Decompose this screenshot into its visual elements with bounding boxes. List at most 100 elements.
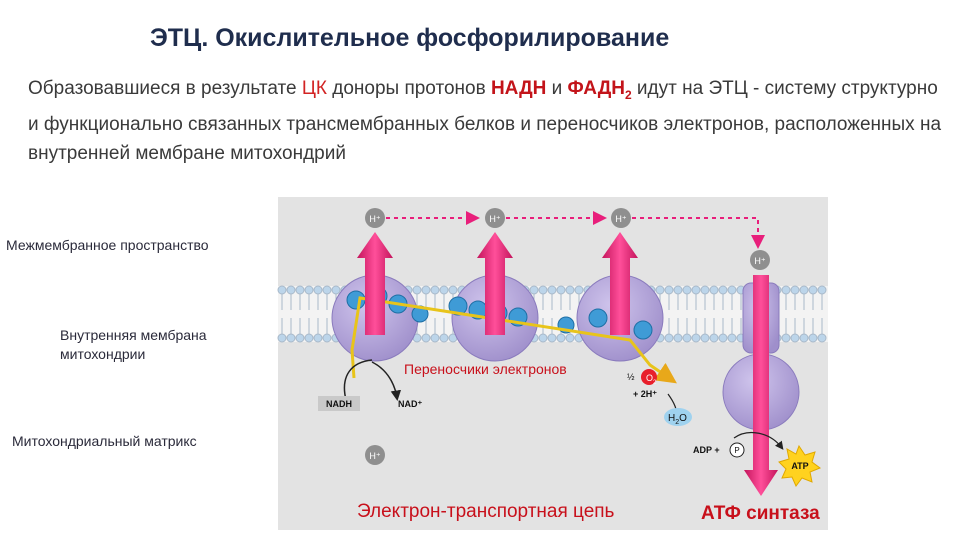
proton-flow-dashed <box>386 211 765 249</box>
label-inner-membrane-2: митохондрии <box>60 346 146 362</box>
lipid-head <box>727 285 737 295</box>
lipid-head <box>808 285 818 295</box>
h-plus-bubbles: H⁺ H⁺ H⁺ H⁺ H⁺ <box>365 208 770 465</box>
lipid-head <box>277 333 287 343</box>
page-title: ЭТЦ. Окислительное фосфорилирование <box>150 24 670 52</box>
lipid-head <box>790 285 800 295</box>
lipid-head <box>682 333 692 343</box>
h2o-label: H2O <box>668 413 687 426</box>
intro-text-2: доноры протонов <box>326 78 491 99</box>
intro-fadh-text: ФАДН <box>567 78 625 99</box>
lipid-head <box>691 333 701 343</box>
lipid-head <box>718 285 728 295</box>
lipid-head <box>781 333 791 343</box>
nadh-arrow-out <box>371 361 402 401</box>
atp-burst <box>778 444 822 487</box>
h-plus-1: H⁺ <box>369 214 380 224</box>
lipid-head <box>412 285 422 295</box>
h-plus-2: H⁺ <box>489 214 500 224</box>
lipid-head <box>421 285 431 295</box>
intro-text-1: Образовавшиеся в результате <box>28 78 302 99</box>
label-matrix: Митохондриальный матрикс <box>12 433 197 449</box>
intro-fadh: ФАДН2 <box>567 78 632 102</box>
nadh-box <box>318 396 360 411</box>
lipid-head <box>709 285 719 295</box>
nadh-arrow-in <box>343 359 373 401</box>
label-intermembrane: Межмембранное пространство <box>6 237 209 253</box>
lipid-head <box>556 285 566 295</box>
caption-etc: Электрон-транспортная цепь <box>357 501 615 522</box>
lipid-head <box>538 285 548 295</box>
lipid-head <box>295 285 305 295</box>
lipid-head <box>286 333 296 343</box>
lipid-head <box>682 285 692 295</box>
lipid-head <box>331 285 341 295</box>
lipid-head <box>565 285 575 295</box>
lipid-head <box>700 285 710 295</box>
carriers-caption: Переносчики электронов <box>404 361 567 377</box>
lipid-head <box>664 285 674 295</box>
caption-atp-synthase: АТФ синтаза <box>701 503 820 524</box>
lipid-head <box>439 333 449 343</box>
lipid-head <box>655 285 665 295</box>
nad-label: NAD⁺ <box>398 399 422 409</box>
lipid-head <box>313 285 323 295</box>
lipid-head <box>286 285 296 295</box>
o2-bubble <box>641 369 657 385</box>
o2-o: O <box>646 373 653 383</box>
lipid-head <box>574 285 584 295</box>
two-h-label: + 2H⁺ <box>633 389 657 399</box>
h-plus-4: H⁺ <box>754 256 765 266</box>
lipid-head <box>547 333 557 343</box>
lipid-head <box>448 285 458 295</box>
intro-nadh: НАДН <box>490 78 547 99</box>
lipid-head <box>304 285 314 295</box>
intro-paragraph: Образовавшиеся в результате ЦК доноры пр… <box>28 74 953 168</box>
lipid-head <box>673 285 683 295</box>
o2-sub: 2 <box>653 380 657 386</box>
lipid-head <box>817 285 827 295</box>
lipid-head <box>781 285 791 295</box>
lipid-head <box>304 333 314 343</box>
phosphate-circle <box>729 442 745 458</box>
lipid-head <box>700 333 710 343</box>
lipid-head <box>322 333 332 343</box>
h2o-bubble <box>664 408 692 426</box>
label-inner-membrane-1: Внутренняя мембрана <box>60 327 207 343</box>
atp-label: ATP <box>791 461 808 471</box>
lipid-head <box>664 333 674 343</box>
intro-ck: ЦК <box>301 78 327 99</box>
half-label: ½ <box>627 372 635 382</box>
lipid-head <box>799 285 809 295</box>
lipid-head <box>529 285 539 295</box>
o2-label: O2 <box>646 373 657 386</box>
lipid-head <box>421 333 431 343</box>
lipid-head <box>808 333 818 343</box>
h-plus-5: H⁺ <box>369 451 380 461</box>
lipid-head <box>439 285 449 295</box>
intro-text-3: и <box>546 78 568 99</box>
lipid-head <box>547 285 557 295</box>
lipid-head <box>430 285 440 295</box>
proton-arrows <box>357 232 778 496</box>
lipid-head <box>430 333 440 343</box>
intro-fadh-sub: 2 <box>624 87 632 102</box>
lipid-head <box>565 333 575 343</box>
intro-text-4: идут на ЭТЦ - систему структурно и функц… <box>28 78 942 164</box>
lipid-head <box>313 333 323 343</box>
atp-formation-arrow <box>733 431 784 450</box>
lipid-head <box>538 333 548 343</box>
h2o-h: H <box>668 413 675 424</box>
lipid-head <box>727 333 737 343</box>
nadh-label: NADH <box>326 399 352 409</box>
lipid-head <box>295 333 305 343</box>
lipid-head <box>817 333 827 343</box>
h2o-sub: 2 <box>675 419 679 426</box>
lipid-head <box>322 285 332 295</box>
lipid-head <box>718 333 728 343</box>
lipid-head <box>691 285 701 295</box>
lipid-head <box>556 333 566 343</box>
h-plus-3: H⁺ <box>615 214 626 224</box>
lipid-head <box>790 333 800 343</box>
